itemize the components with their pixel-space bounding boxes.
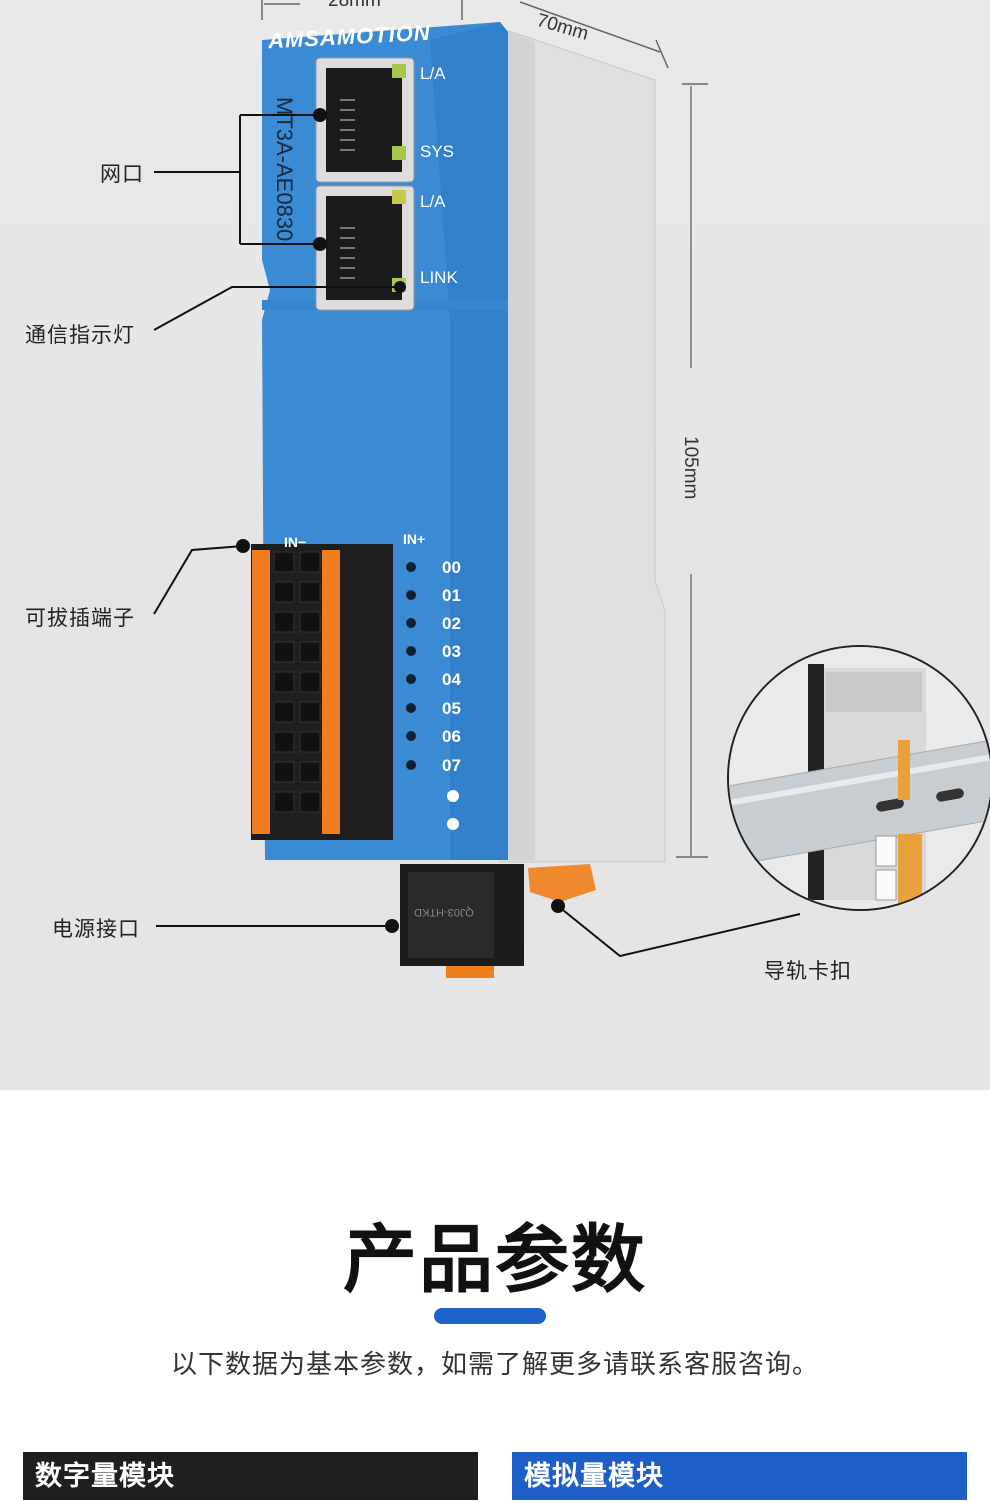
callout-power-interface: 电源接口 <box>52 917 140 941</box>
channel-label: 01 <box>442 586 461 605</box>
led-label-la-1: L/A <box>420 64 446 83</box>
callout-rail-clip: 导轨卡扣 <box>764 959 852 983</box>
channel-label: 05 <box>442 699 461 718</box>
channel-label: 04 <box>442 670 461 689</box>
product-hero: 28mm 70mm 105mm AMSAMOTION MT3A-AE0830 L… <box>0 0 990 1090</box>
led-label-sys: SYS <box>420 142 455 161</box>
led-label-link: LINK <box>420 268 458 287</box>
model-number: MT3A-AE0830 <box>272 97 297 242</box>
terminal-label-in-plus: IN+ <box>403 531 426 547</box>
callout-comm-indicator: 通信指示灯 <box>25 323 135 347</box>
channel-label: 00 <box>442 558 461 577</box>
channel-label: 03 <box>442 642 461 661</box>
product-diagram <box>153 0 990 978</box>
dimension-height: 105mm <box>680 436 701 500</box>
channel-label: 06 <box>442 727 461 746</box>
tab-digital-module[interactable]: 数字量模块 <box>23 1452 478 1500</box>
terminal-label-in-minus: IN− <box>284 534 307 550</box>
channel-label: 07 <box>442 756 461 775</box>
callout-network-port: 网口 <box>100 162 144 186</box>
dimension-width: 28mm <box>328 0 381 11</box>
section-title: 产品参数 <box>343 1217 647 1303</box>
title-underline <box>434 1308 546 1324</box>
section-subtitle: 以下数据为基本参数，如需了解更多请联系客服咨询。 <box>170 1350 819 1380</box>
tab-analog-module[interactable]: 模拟量模块 <box>512 1452 967 1500</box>
channel-label: 02 <box>442 614 461 633</box>
connector-text: QJ03-HTKD <box>414 906 474 918</box>
callout-pluggable-terminal: 可拔插端子 <box>25 606 135 630</box>
led-label-la-2: L/A <box>420 192 446 211</box>
